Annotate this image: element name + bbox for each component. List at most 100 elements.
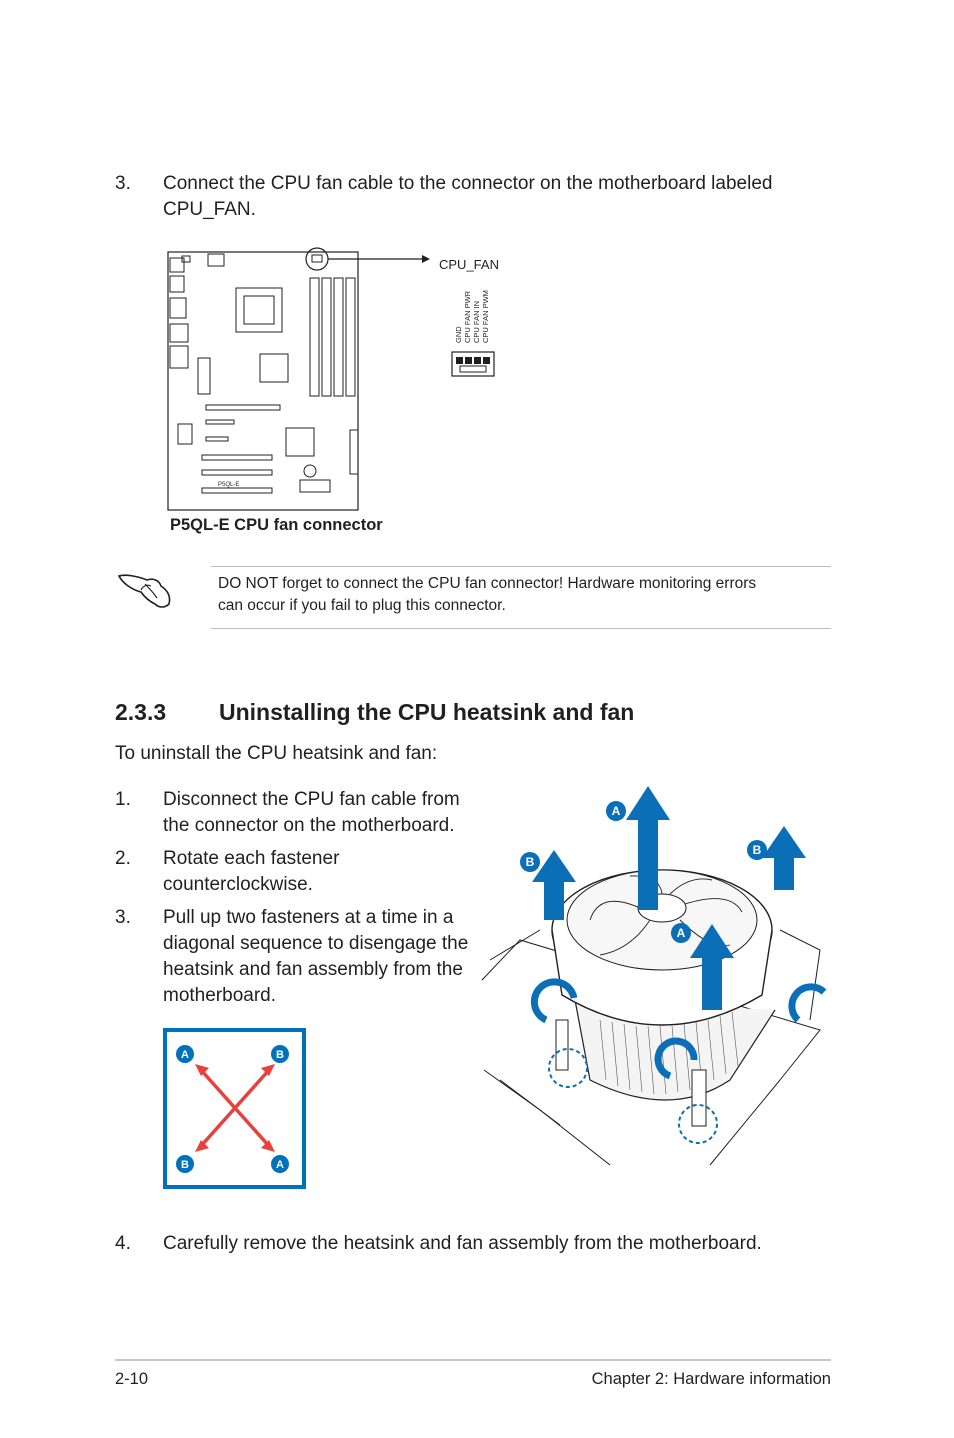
badge-bottom-left: [176, 1155, 194, 1173]
cpu-fan-header-thumbnail: [311, 254, 323, 263]
note-line-1: DO NOT forget to connect the CPU fan con…: [218, 575, 757, 592]
step-4-number: 4.: [115, 1233, 131, 1254]
connector-pin: [483, 357, 490, 364]
page-number: 2-10: [115, 1370, 149, 1388]
dimm-slot: [333, 277, 344, 397]
step-3-number: 3.: [115, 907, 131, 928]
io-port: [169, 275, 185, 293]
cpu-fan-label: CPU_FAN: [439, 257, 499, 272]
pcie-slot: [205, 436, 229, 442]
cpu-socket-inner: [243, 295, 275, 325]
label-top-right: B: [276, 1049, 284, 1061]
pin-label-cpu-fan-pwm: CPU FAN PWM: [481, 290, 490, 343]
arrowhead: [261, 1064, 275, 1076]
lift-arrows: [532, 786, 806, 1010]
step-1-number: 1.: [115, 789, 131, 810]
badge-top-right: [271, 1045, 289, 1063]
pointing-hand-icon: [117, 574, 171, 608]
fastener-highlight: [548, 1048, 588, 1088]
atx12v-connector: [207, 253, 225, 267]
fastener-highlight: [678, 1104, 718, 1144]
heatsink-fins: [574, 999, 776, 1101]
step-3-line-2: CPU_FAN.: [163, 199, 256, 220]
step-3-line-1: Connect the CPU fan cable to the connect…: [163, 173, 773, 194]
pcie-slot: [205, 404, 281, 411]
note-bottom-rule: [211, 628, 831, 629]
step-1-line-2: the connector on the motherboard.: [163, 815, 455, 836]
lift-arrow-a-top: [626, 786, 670, 910]
note-top-rule: [211, 566, 831, 567]
rotate-arrow: [530, 978, 578, 1024]
southbridge: [285, 427, 315, 457]
step-2-line-2: counterclockwise.: [163, 874, 313, 895]
rotate-arrow: [654, 1037, 698, 1080]
step-4-line-1: Carefully remove the heatsink and fan as…: [163, 1233, 762, 1254]
step-3-line-1: Pull up two fasteners at a time in a: [163, 907, 454, 928]
label-bottom-left: B: [181, 1159, 189, 1171]
io-port: [169, 323, 189, 343]
io-port: [169, 345, 189, 369]
io-port: [181, 255, 191, 263]
badge: [520, 852, 540, 872]
callout-arrowhead: [422, 255, 430, 263]
battery: [303, 464, 317, 478]
badge: [671, 923, 691, 943]
connector-pin: [474, 357, 481, 364]
note-text: DO NOT forget to connect the CPU fan con…: [218, 573, 828, 617]
note-line-2: can occur if you fail to plug this conne…: [218, 597, 506, 614]
ide-connector: [349, 429, 359, 475]
step-2-number: 2.: [115, 848, 131, 869]
arrow-label: A: [612, 804, 621, 818]
diagonal-sequence-diagram: A B B A: [163, 1028, 306, 1189]
lift-arrow-a-front: [690, 924, 734, 1010]
arrowhead: [195, 1140, 209, 1152]
connector-pin: [456, 357, 463, 364]
arrowhead: [195, 1064, 209, 1076]
connector-key: [459, 365, 487, 373]
arrow-label: B: [526, 855, 535, 869]
fastener: [555, 1019, 569, 1071]
label-bottom-right: A: [276, 1159, 284, 1171]
step-2-line-1: Rotate each fastener: [163, 848, 340, 869]
section-number: 2.3.3: [115, 699, 167, 725]
diagonal-arrow-b: [199, 1068, 271, 1148]
pcie-slot: [205, 419, 235, 425]
io-port: [169, 257, 185, 273]
step-3-line-2: diagonal sequence to disengage the: [163, 933, 469, 954]
connector-pin: [465, 357, 472, 364]
lift-arrow-b-left: [532, 850, 576, 920]
label-top-left: A: [181, 1049, 189, 1061]
cpu-fan-highlight-circle: [305, 247, 329, 271]
step-3-number: 3.: [115, 173, 131, 194]
badge-bottom-right: [271, 1155, 289, 1173]
step-3-line-4: motherboard.: [163, 985, 277, 1006]
step-1-line-1: Disconnect the CPU fan cable from: [163, 789, 460, 810]
dimm-slot: [345, 277, 356, 397]
motherboard-diagram: P5QL-E CPU_FAN GND CPU FAN PWR CPU FAN I…: [167, 247, 499, 511]
chip: [197, 357, 211, 395]
badge: [747, 840, 767, 860]
pin-label-gnd: GND: [454, 326, 463, 343]
lift-arrow-b-right: [762, 826, 806, 890]
board-outline: [167, 251, 359, 511]
sata-ports: [299, 479, 331, 493]
fastener: [691, 1069, 707, 1127]
section-title: Uninstalling the CPU heatsink and fan: [219, 699, 635, 725]
rotate-arrow: [788, 983, 827, 1023]
section-intro: To uninstall the CPU heatsink and fan:: [115, 743, 438, 764]
dimm-slot: [309, 277, 320, 397]
io-port: [169, 297, 187, 319]
arrow-label: A: [677, 926, 686, 940]
chip: [177, 423, 193, 445]
chapter-title: Chapter 2: Hardware information: [591, 1370, 831, 1388]
pin-label-cpu-fan-pwr: CPU FAN PWR: [463, 290, 472, 343]
step-3-line-3: heatsink and fan assembly from the: [163, 959, 463, 980]
cpu-fan-connector: [451, 351, 495, 377]
footer-rule: [115, 1359, 831, 1361]
northbridge: [259, 353, 289, 383]
diagram-caption: P5QL-E CPU fan connector: [170, 516, 383, 534]
pci-slot: [201, 454, 273, 461]
pci-slot: [201, 487, 273, 494]
board-label: P5QL-E: [218, 482, 239, 488]
arrow-label: B: [753, 843, 762, 857]
